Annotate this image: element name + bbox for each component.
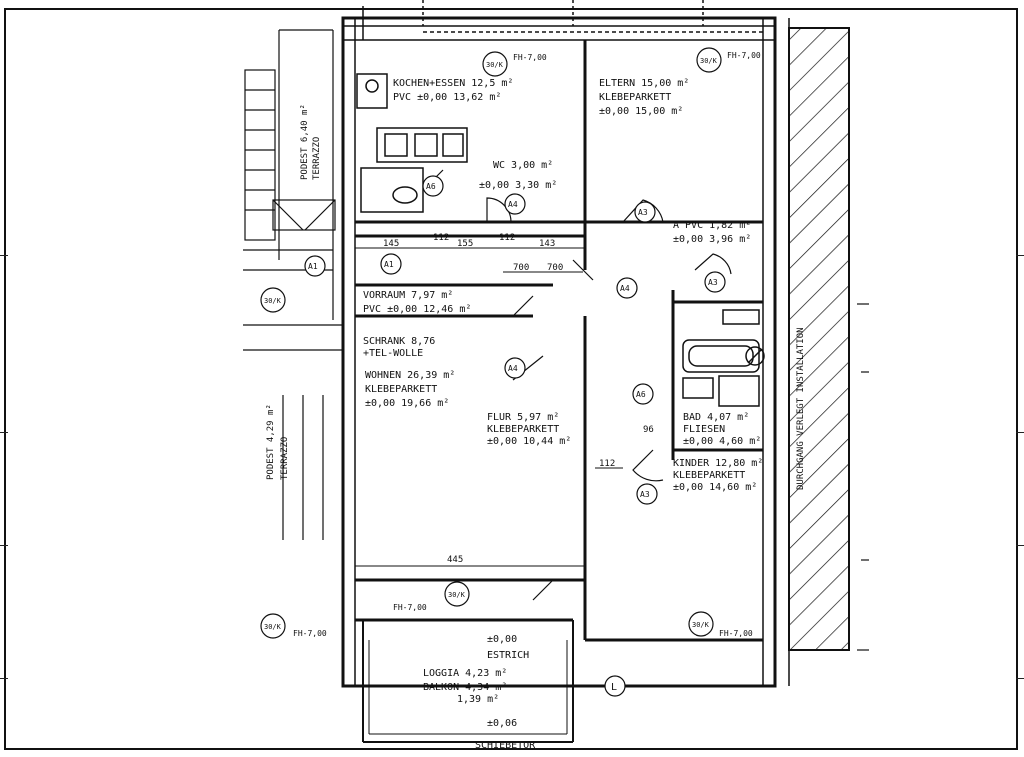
dim-9: 112 bbox=[499, 233, 515, 243]
vorraum-label-2: PVC ±0,00 12,46 m² bbox=[363, 304, 471, 315]
kinder-label-3: ±0,00 14,60 m² bbox=[673, 482, 757, 493]
axis-label: L bbox=[611, 682, 617, 693]
bath-fixtures bbox=[682, 309, 765, 407]
section-1: 30/K bbox=[486, 61, 504, 69]
wohnen-label-3: ±0,00 19,66 m² bbox=[365, 398, 449, 409]
kitchen-label-1: KOCHEN+ESSEN 12,5 m² bbox=[393, 78, 513, 89]
section-text: 30/K 30/K 30/K 30/K 30/K 30/K bbox=[264, 57, 718, 631]
bedroom-label-2: KLEBEPARKETT bbox=[599, 92, 671, 103]
kitchen-label-2: PVC ±0,00 13,62 m² bbox=[393, 92, 501, 103]
right-edge-marks bbox=[857, 303, 869, 651]
top-wall bbox=[343, 0, 775, 41]
tag-labels: A1 A1 A4 A4 A4 A6 A6 A3 A3 A3 bbox=[308, 182, 718, 499]
wc-label-1: WC 3,00 m² bbox=[493, 160, 553, 171]
section-4: 30/K bbox=[448, 591, 466, 599]
tag-9: A3 bbox=[640, 490, 650, 499]
dim-4: 700 bbox=[513, 263, 529, 273]
tag-8: A3 bbox=[638, 208, 648, 217]
bad-label-1: BAD 4,07 m² bbox=[683, 412, 749, 423]
right-edge-strip bbox=[1018, 0, 1024, 757]
installation-shaft bbox=[788, 27, 850, 651]
bad-label-3: ±0,00 4,60 m² bbox=[683, 436, 761, 447]
dim-1: 145 bbox=[383, 239, 399, 249]
section-2: 30/K bbox=[700, 57, 718, 65]
podest-label-2: TERRAZZO bbox=[312, 137, 322, 180]
abstell-label-1: A PVC 1,82 m² bbox=[673, 220, 751, 231]
level-labels: FH-7,00 FH-7,00 FH-7,00 FH-7,00 FH-7,00 bbox=[293, 51, 761, 638]
flur-label-1: FLUR 5,97 m² bbox=[487, 412, 559, 423]
flur-label-3: ±0,00 10,44 m² bbox=[487, 436, 571, 447]
sheet-left-rule-1 bbox=[0, 255, 8, 256]
section-6: 30/K bbox=[264, 623, 282, 631]
podest-label-1: PODEST 6,40 m² bbox=[300, 104, 310, 180]
sheet-rule-2 bbox=[1016, 432, 1024, 433]
section-3: 30/K bbox=[264, 297, 282, 305]
installation-label: DURCHGANG VERLEGT INSTALLATION bbox=[796, 327, 806, 490]
tag-2: A1 bbox=[308, 262, 318, 271]
dim-3: 143 bbox=[539, 239, 555, 249]
loggia-label-3: 1,39 m² bbox=[457, 694, 499, 705]
level-4: FH-7,00 bbox=[719, 629, 753, 638]
tag-7: A6 bbox=[636, 390, 646, 399]
level-5: FH-7,00 bbox=[293, 629, 327, 638]
level-2: FH-7,00 bbox=[727, 51, 761, 60]
sheet-rule-4 bbox=[1016, 678, 1024, 679]
loggia-level-2: ±0,06 bbox=[487, 718, 517, 729]
stair-label-2: TERRAZZO bbox=[280, 437, 290, 480]
kinder-label-1: KINDER 12,80 m² bbox=[673, 458, 763, 469]
tag-5: A4 bbox=[508, 364, 518, 373]
loggia bbox=[362, 619, 574, 743]
dim-8: 112 bbox=[433, 233, 449, 243]
level-1: FH-7,00 bbox=[513, 53, 547, 62]
dim-5: 700 bbox=[547, 263, 563, 273]
floor-plan: KOCHEN+ESSEN 12,5 m² PVC ±0,00 13,62 m² … bbox=[243, 0, 869, 751]
dimension-numbers: 145 155 143 700 700 445 112 112 112 96 bbox=[383, 233, 654, 565]
kitchen-fixtures bbox=[356, 73, 468, 213]
estrich-label: ESTRICH bbox=[487, 650, 529, 661]
sheet-left-rule-3 bbox=[0, 545, 8, 546]
schiebetor-label: SCHIEBETOR bbox=[475, 740, 536, 751]
bedroom-label-3: ±0,00 15,00 m² bbox=[599, 106, 683, 117]
bedroom-label-1: ELTERN 15,00 m² bbox=[599, 78, 689, 89]
bad-label-2: FLIESEN bbox=[683, 424, 725, 435]
room-labels: KOCHEN+ESSEN 12,5 m² PVC ±0,00 13,62 m² … bbox=[363, 78, 763, 751]
tag-3: A4 bbox=[508, 200, 518, 209]
kinder-label-2: KLEBEPARKETT bbox=[673, 470, 745, 481]
schrank-label-1: SCHRANK 8,76 bbox=[363, 336, 435, 347]
dim-2: 155 bbox=[457, 239, 473, 249]
tag-4: A4 bbox=[620, 284, 630, 293]
dim-10: 96 bbox=[643, 425, 654, 435]
stair bbox=[243, 29, 343, 540]
sheet-left-rule-4 bbox=[0, 678, 8, 679]
tag-1: A1 bbox=[384, 260, 394, 269]
wohnen-label-1: WOHNEN 26,39 m² bbox=[365, 370, 455, 381]
section-5: 30/K bbox=[692, 621, 710, 629]
dimension-lines bbox=[355, 247, 623, 567]
rotated-labels: PODEST 6,40 m² TERRAZZO PODEST 4,29 m² T… bbox=[266, 104, 806, 490]
loggia-label-2: BALKON 4,34 m² bbox=[423, 682, 507, 693]
schrank-label-2: +TEL-WOLLE bbox=[363, 348, 423, 359]
dim-6: 445 bbox=[447, 555, 463, 565]
loggia-level: ±0,00 bbox=[487, 634, 517, 645]
sheet-rule-3 bbox=[1016, 545, 1024, 546]
stair-label-1: PODEST 4,29 m² bbox=[266, 404, 276, 480]
door-tags bbox=[304, 175, 726, 697]
document-frame bbox=[4, 8, 1018, 750]
vorraum-label-1: VORRAUM 7,97 m² bbox=[363, 290, 453, 301]
tag-10: A3 bbox=[708, 278, 718, 287]
level-3: FH-7,00 bbox=[393, 603, 427, 612]
wohnen-label-2: KLEBEPARKETT bbox=[365, 384, 437, 395]
sheet-left-rule-2 bbox=[0, 432, 8, 433]
dim-7: 112 bbox=[599, 459, 615, 469]
wc-label-2: ±0,00 3,30 m² bbox=[479, 180, 557, 191]
sheet-rule-1 bbox=[1016, 255, 1024, 256]
flur-label-2: KLEBEPARKETT bbox=[487, 424, 559, 435]
loggia-label-1: LOGGIA 4,23 m² bbox=[423, 668, 507, 679]
tag-6: A6 bbox=[426, 182, 436, 191]
section-markers bbox=[260, 47, 722, 639]
abstell-label-2: ±0,00 3,96 m² bbox=[673, 234, 751, 245]
